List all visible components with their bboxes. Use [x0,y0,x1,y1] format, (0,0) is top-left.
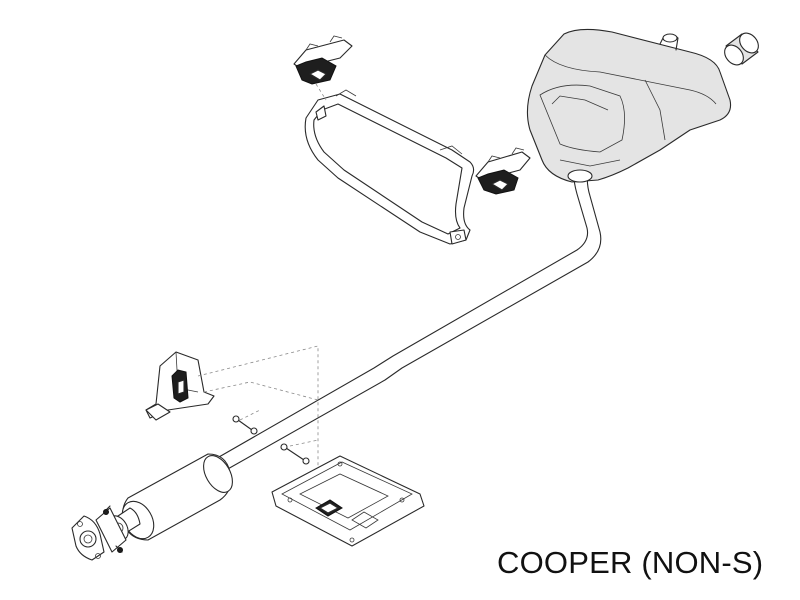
rubber-mount-left [293,35,353,101]
assembly-guide-lines [197,345,319,466]
model-caption: COOPER (NON-S) [497,545,764,580]
front-catalytic-converter [107,453,233,541]
mounting-bolt [232,415,310,465]
pipe-hanger-bracket [145,351,215,421]
muffler-outlet [659,33,679,51]
exhaust-pipe [211,169,602,471]
rubber-mount-right [475,147,531,195]
muffler-strap-bracket [304,89,475,245]
rear-muffler [526,28,732,183]
inlet-flange [71,505,127,561]
tailpipe-tip [724,32,759,66]
heat-shield [271,455,425,547]
